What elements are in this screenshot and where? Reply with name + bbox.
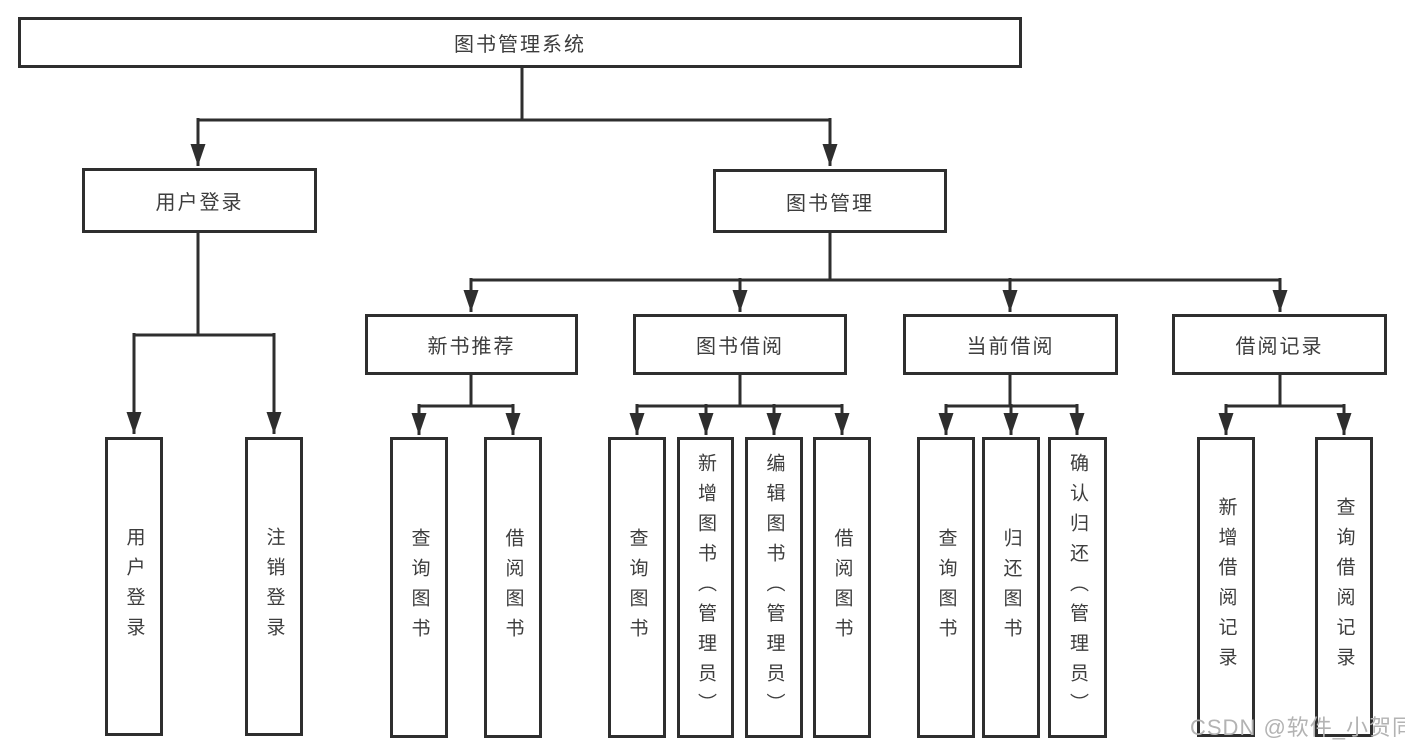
leaf-query-books-recommend: 查询图书 bbox=[390, 437, 448, 738]
leaf-add-borrow-record: 新增借阅记录 bbox=[1197, 437, 1255, 737]
leaf-borrow-books-recommend: 借阅图书 bbox=[484, 437, 542, 738]
leaf-add-borrow-record-label: 新增借阅记录 bbox=[1215, 497, 1237, 677]
leaf-query-borrow-record: 查询借阅记录 bbox=[1315, 437, 1373, 737]
node-book-borrow: 图书借阅 bbox=[633, 314, 847, 375]
leaf-logout: 注销登录 bbox=[245, 437, 303, 736]
leaf-query-books-borrow-label: 查询图书 bbox=[626, 527, 648, 648]
leaf-user-login: 用户登录 bbox=[105, 437, 163, 736]
leaf-edit-book-admin-label: 编辑图书（管理员） bbox=[763, 452, 785, 723]
node-user-login: 用户登录 bbox=[82, 168, 317, 233]
leaf-borrow-books-recommend-label: 借阅图书 bbox=[502, 527, 524, 648]
watermark: CSDN @软件_小贺同学 bbox=[1190, 715, 1405, 740]
leaf-add-book-admin: 新增图书（管理员） bbox=[677, 437, 734, 738]
node-borrow-records: 借阅记录 bbox=[1172, 314, 1387, 375]
leaf-query-books-current-label: 查询图书 bbox=[935, 527, 957, 648]
leaf-query-books-borrow: 查询图书 bbox=[608, 437, 666, 738]
node-root-system: 图书管理系统 bbox=[18, 17, 1022, 68]
leaf-query-books-current: 查询图书 bbox=[917, 437, 975, 738]
node-new-book-recommend: 新书推荐 bbox=[365, 314, 578, 375]
leaf-add-book-admin-label: 新增图书（管理员） bbox=[695, 452, 716, 723]
leaf-borrow-books: 借阅图书 bbox=[813, 437, 871, 738]
leaf-edit-book-admin: 编辑图书（管理员） bbox=[745, 437, 803, 738]
leaf-query-borrow-record-label: 查询借阅记录 bbox=[1333, 497, 1355, 677]
leaf-return-books: 归还图书 bbox=[982, 437, 1040, 738]
node-book-management: 图书管理 bbox=[713, 169, 947, 233]
node-current-borrow: 当前借阅 bbox=[903, 314, 1118, 375]
leaf-return-books-label: 归还图书 bbox=[1000, 527, 1022, 648]
leaf-confirm-return-admin: 确认归还（管理员） bbox=[1048, 437, 1107, 738]
leaf-borrow-books-label: 借阅图书 bbox=[831, 527, 853, 648]
leaf-user-login-label: 用户登录 bbox=[123, 526, 145, 647]
leaf-logout-label: 注销登录 bbox=[263, 526, 285, 647]
leaf-query-books-recommend-label: 查询图书 bbox=[408, 527, 430, 648]
leaf-confirm-return-admin-label: 确认归还（管理员） bbox=[1067, 452, 1088, 723]
